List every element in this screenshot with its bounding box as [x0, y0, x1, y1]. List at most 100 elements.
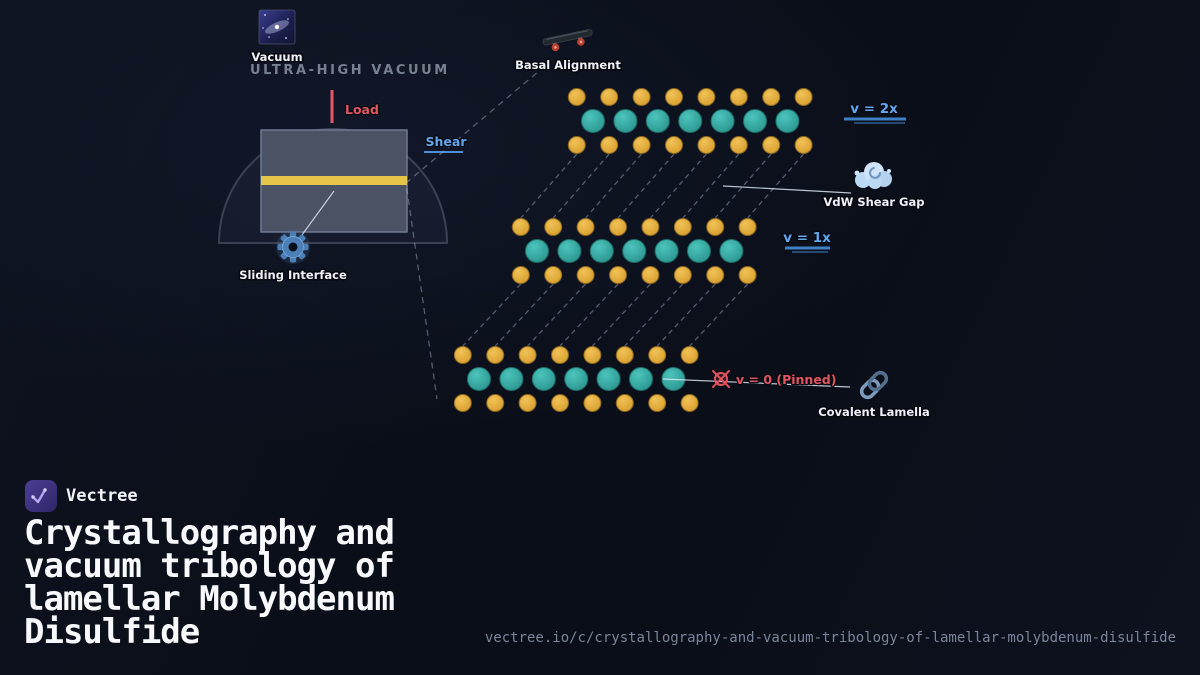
uhv-label: ULTRA-HIGH VACUUM: [250, 63, 450, 78]
sulfur-atom: [632, 136, 651, 154]
sulfur-atom: [486, 346, 505, 364]
brand-name: Vectree: [66, 486, 138, 506]
molybdenum-atom: [531, 367, 556, 391]
covalent-lamella-label: Covalent Lamella: [818, 405, 930, 419]
interlayer-shear-line: [552, 153, 610, 219]
velocity-label-middle: v = 1x: [783, 230, 831, 246]
galaxy-icon: [258, 9, 296, 45]
sulfur-atom: [697, 88, 716, 106]
molybdenum-atom: [613, 109, 638, 133]
velocity-label-top: v = 2x: [850, 101, 898, 117]
interlayer-shear-line: [520, 153, 578, 219]
mos2-layer-1: [511, 218, 757, 284]
sulfur-atom: [729, 136, 748, 154]
interlayer-shear-line: [559, 283, 619, 347]
sulfur-atom: [518, 346, 537, 364]
sulfur-atom: [518, 394, 537, 412]
interlayer-shear-line: [462, 283, 522, 347]
sulfur-atom: [738, 266, 757, 284]
interlayer-shear-line: [656, 283, 716, 347]
sulfur-atom: [609, 266, 627, 284]
sulfur-atom: [511, 266, 530, 284]
molybdenum-atom: [589, 239, 614, 263]
sulfur-atom: [762, 136, 781, 154]
sulfur-atom: [583, 346, 602, 364]
skateboard-icon: [542, 29, 593, 52]
vectree-logo-icon: [25, 480, 57, 512]
molybdenum-atom: [654, 239, 679, 263]
gear-icon: [276, 230, 310, 264]
sulfur-atom: [706, 218, 725, 236]
molybdenum-atom: [525, 239, 549, 263]
page-title: Crystallography and vacuum tribology of …: [24, 513, 395, 652]
interlayer-shear-line: [617, 153, 675, 219]
sulfur-atom: [680, 394, 699, 412]
sulfur-atom: [697, 136, 716, 154]
sulfur-atom: [551, 394, 569, 412]
vacuum-label: Vacuum: [251, 50, 302, 64]
interlayer-shear-line: [747, 153, 805, 219]
sulfur-atom: [576, 218, 595, 236]
page-url: vectree.io/c/crystallography-and-vacuum-…: [484, 630, 1176, 646]
sulfur-atom: [673, 218, 692, 236]
brand-row: Vectree: [25, 480, 138, 512]
sliding-interface-label: Sliding Interface: [239, 268, 347, 282]
sulfur-atom: [680, 346, 699, 364]
sulfur-atom: [641, 218, 660, 236]
sulfur-atom: [794, 136, 813, 154]
alignment-guide-line: [405, 65, 546, 400]
velocity-label-pinned: v = 0 (Pinned): [736, 372, 836, 387]
dust-cloud-icon: [854, 162, 892, 189]
sulfur-atom: [609, 218, 627, 236]
sulfur-atom: [738, 218, 757, 236]
interlayer-shear-line: [527, 283, 587, 347]
sulfur-atom: [583, 394, 602, 412]
molybdenum-atom: [687, 239, 711, 263]
sulfur-atom: [762, 88, 781, 106]
load-label: Load: [345, 102, 379, 117]
sulfur-atom: [544, 218, 563, 236]
interlayer-shear-line: [689, 283, 749, 347]
sulfur-atom: [544, 266, 563, 284]
molybdenum-atom: [719, 239, 744, 263]
sulfur-atom: [567, 136, 586, 154]
sulfur-atom: [576, 266, 595, 284]
velocity-underlines: [785, 117, 906, 253]
molybdenum-atom: [629, 367, 653, 391]
sliding-interface-band: [261, 176, 407, 185]
basal-alignment-label: Basal Alignment: [515, 58, 621, 72]
sulfur-atom: [632, 88, 651, 106]
shear-label: Shear: [426, 134, 468, 149]
sulfur-atom: [567, 88, 586, 106]
molybdenum-atom: [581, 109, 605, 133]
sulfur-atom: [673, 266, 692, 284]
sulfur-atom: [648, 394, 667, 412]
sulfur-atom: [615, 346, 634, 364]
pinned-icon: [712, 370, 730, 388]
molybdenum-atom: [499, 367, 524, 391]
molybdenum-atom: [743, 109, 767, 133]
interlayer-shear-line: [585, 153, 643, 219]
sulfur-atom: [453, 346, 472, 364]
molybdenum-atom: [622, 239, 647, 263]
mos2-layer-0: [567, 88, 813, 154]
molybdenum-atom: [564, 367, 589, 391]
load-arrow: [330, 90, 334, 123]
interlayer-shear-line: [649, 153, 707, 219]
interlayer-shear-line: [624, 283, 684, 347]
vdw-shear-gap-label: VdW Shear Gap: [824, 195, 925, 209]
interface-pointer-line: [298, 190, 335, 240]
vacuum-dome-assembly: [218, 90, 463, 244]
molybdenum-atom: [678, 109, 703, 133]
sulfur-atom: [706, 266, 725, 284]
sulfur-atom: [641, 266, 660, 284]
sulfur-atom: [511, 218, 530, 236]
sulfur-atom: [600, 136, 619, 154]
molybdenum-atom: [645, 109, 670, 133]
molybdenum-atom: [557, 239, 582, 263]
chain-link-icon: [859, 370, 889, 400]
sulfur-atom: [486, 394, 505, 412]
sulfur-atom: [648, 346, 667, 364]
sulfur-atom: [665, 136, 683, 154]
